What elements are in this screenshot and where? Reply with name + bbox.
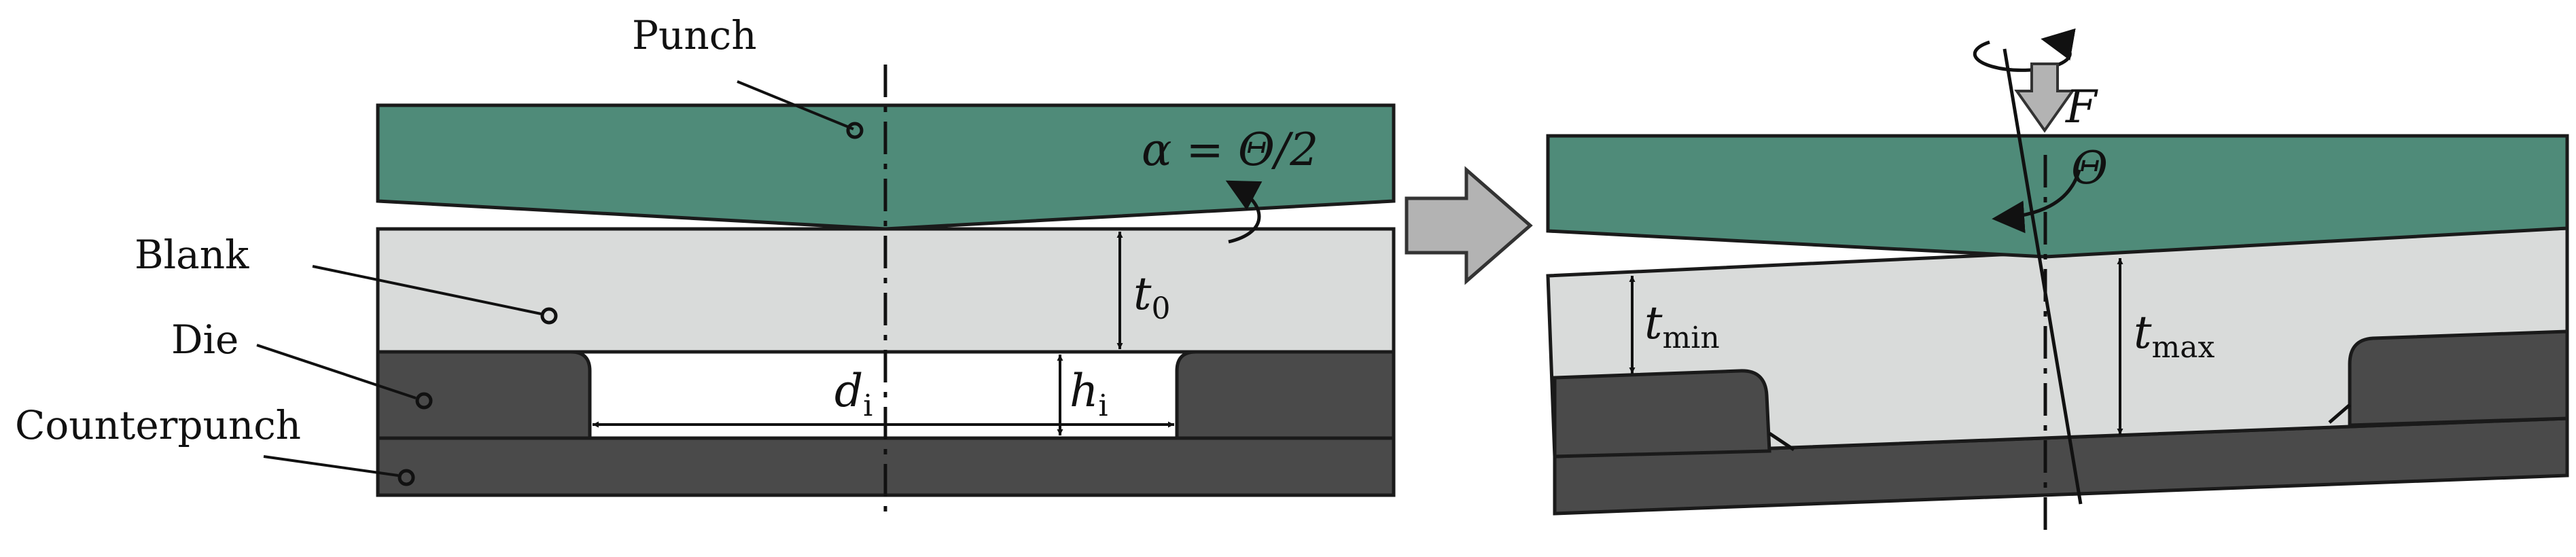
die-leader	[256, 344, 417, 399]
rotation-arrow-icon	[1973, 28, 2076, 72]
alpha-angle-arrow	[1225, 180, 1263, 244]
alpha-formula: α = Θ/2	[1142, 124, 1318, 176]
die-right-tilted	[2348, 329, 2569, 427]
die-gap-line-right	[2328, 403, 2351, 424]
counterpunch-marker	[398, 469, 415, 486]
punch-tilted	[1546, 134, 2569, 259]
punch-label: Punch	[632, 12, 757, 58]
right-assembly: F Θ tmin tmax	[1546, 28, 2569, 538]
punch-leader	[737, 80, 854, 130]
die-right	[1175, 350, 1396, 440]
di-label: di	[834, 365, 872, 423]
tmin-label: tmin	[1644, 297, 1720, 355]
blank-marker	[540, 307, 558, 325]
die-label: Die	[171, 317, 239, 363]
blank-label: Blank	[135, 232, 249, 278]
counterpunch-label: Counterpunch	[15, 402, 301, 448]
tilted-rotation-axis	[2002, 48, 2083, 505]
right-arrow-icon	[1405, 166, 1533, 285]
punch-marker	[846, 122, 864, 139]
left-assembly: Punch Blank Die Counterpunch α = Θ/2 t0 …	[15, 12, 1396, 516]
die-left-tilted	[1553, 369, 1771, 459]
t0-label: t0	[1133, 268, 1171, 326]
die-gap-line-left	[1768, 431, 1795, 452]
die-marker	[415, 392, 433, 410]
counterpunch-leader	[263, 455, 399, 477]
theta-angle-arrow	[1992, 169, 2081, 234]
blank-leader	[312, 265, 542, 315]
tmax-label: tmax	[2134, 306, 2215, 365]
hi-label: hi	[1070, 365, 1108, 423]
force-label: F	[2065, 81, 2098, 133]
theta-label: Θ	[2071, 142, 2108, 194]
force-arrow-icon	[2014, 62, 2075, 133]
